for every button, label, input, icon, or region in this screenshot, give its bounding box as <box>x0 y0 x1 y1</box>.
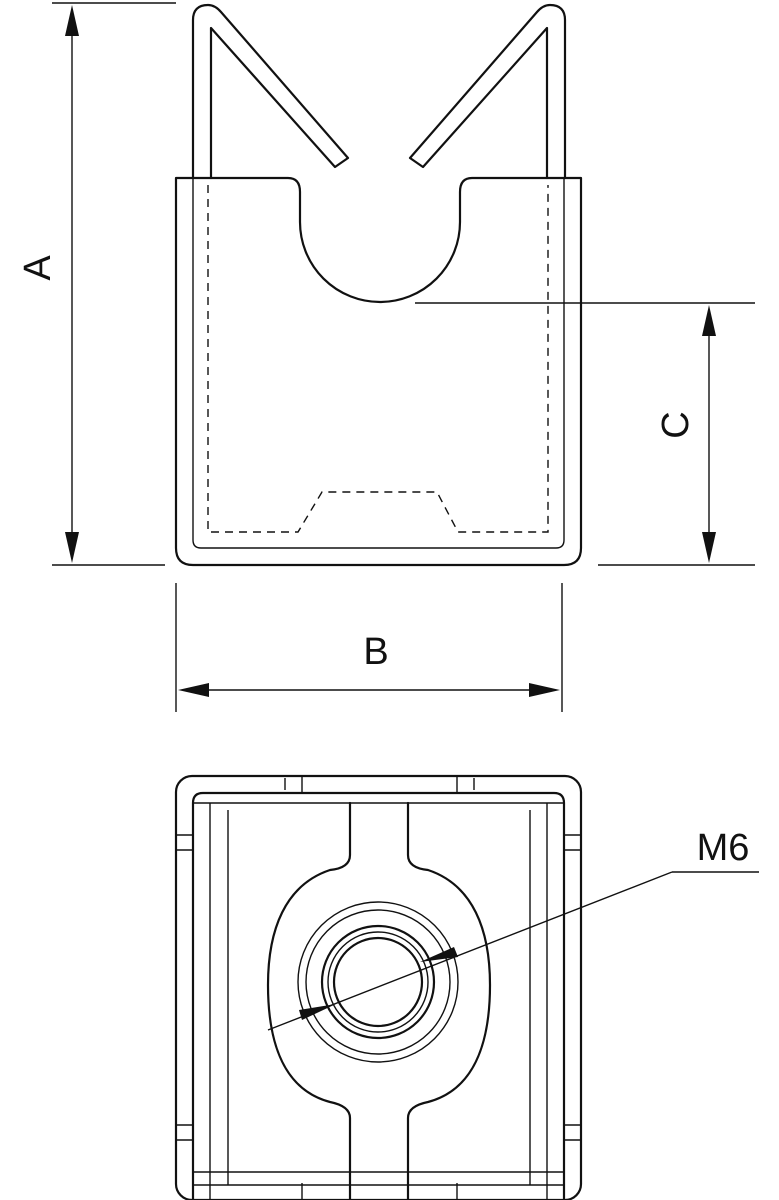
dimension-a: A <box>17 2 176 566</box>
left-spring-tab <box>191 3 350 180</box>
ring-mid <box>320 924 436 1040</box>
body-inner-wall <box>192 178 565 549</box>
ring-outer-2 <box>305 909 451 1055</box>
hidden-outline <box>207 185 549 533</box>
nut-plate <box>266 801 492 1200</box>
dim-a-arrow-bottom <box>65 532 79 563</box>
dim-c-arrow-top <box>702 305 716 336</box>
dim-a-arrow-top <box>65 5 79 36</box>
dim-b-label: B <box>363 631 388 673</box>
dimension-b: B <box>175 583 563 712</box>
thread-hole <box>332 936 424 1028</box>
dim-c-arrow-bottom <box>702 532 716 563</box>
body-outline <box>174 176 583 567</box>
m6-arrow-right <box>420 947 458 962</box>
ring-mid-2 <box>327 931 429 1033</box>
dim-b-arrow-left <box>178 683 209 697</box>
m6-label: M6 <box>697 827 750 869</box>
dim-c-label: C <box>655 411 697 438</box>
dim-b-arrow-right <box>529 683 560 697</box>
top-outer-frame <box>174 774 583 1200</box>
dimension-c: C <box>415 302 755 566</box>
front-view <box>174 3 583 567</box>
top-view <box>174 774 583 1200</box>
dim-a-label: A <box>17 255 59 281</box>
m6-arrow-left <box>299 1004 336 1020</box>
thread-leader: M6 <box>267 827 759 1031</box>
right-spring-tab <box>408 3 567 180</box>
ring-outer <box>297 901 459 1063</box>
top-inner-frame <box>191 791 566 1200</box>
